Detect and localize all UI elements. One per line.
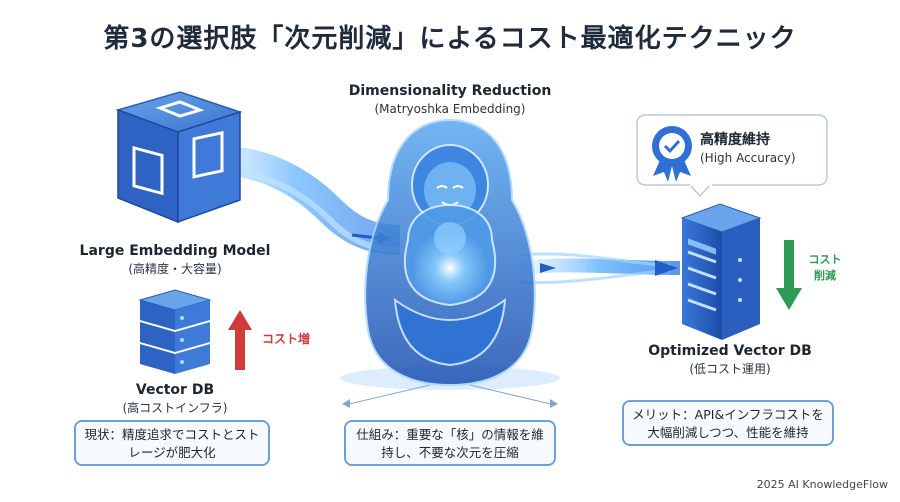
- merit-note-box: メリット：API&インフラコストを大幅削減しつつ、性能を維持: [622, 400, 834, 446]
- cost-increase-arrow-icon: [228, 310, 252, 370]
- cost-reduction-label-2: 削減: [814, 269, 836, 282]
- page-title: 第3の選択肢「次元削減」によるコスト最適化テクニック: [103, 24, 797, 54]
- embedding-model-cube-icon: [115, 91, 243, 224]
- status-note-box: 現状：精度追求でコストとストレージが肥大化: [74, 420, 270, 466]
- cost-reduction-arrow-icon: [776, 240, 802, 310]
- right-data-stream: [519, 252, 681, 285]
- optimized-db-server-icon: [680, 203, 762, 340]
- model-label: Large Embedding Model: [79, 243, 271, 259]
- center-subheading: (Matryoshka Embedding): [374, 102, 526, 116]
- center-heading: Dimensionality Reduction: [348, 83, 552, 99]
- cost-increase-label: コスト増: [262, 332, 311, 346]
- left-db-label: Vector DB: [135, 382, 215, 398]
- mechanism-note-box: 仕組み：重要な「核」の情報を維持し、不要な次元を圧縮: [344, 420, 556, 466]
- right-db-sublabel: (低コスト運用): [689, 362, 771, 376]
- bottom-flow-lines: [342, 384, 558, 408]
- footer-credit: 2025 AI KnowledgeFlow: [756, 478, 888, 491]
- right-db-label: Optimized Vector DB: [648, 343, 812, 359]
- badge-title: 高精度維持: [700, 132, 770, 148]
- left-db-sublabel: (高コストインフラ): [122, 401, 228, 415]
- badge-subtitle: (High Accuracy): [700, 151, 796, 165]
- award-badge-icon: [652, 126, 692, 182]
- matryoshka-doll-icon: [340, 118, 560, 390]
- vector-db-server-icon: [138, 289, 212, 374]
- model-sublabel: (高精度・大容量): [128, 262, 222, 276]
- cost-reduction-label-1: コスト: [808, 253, 842, 266]
